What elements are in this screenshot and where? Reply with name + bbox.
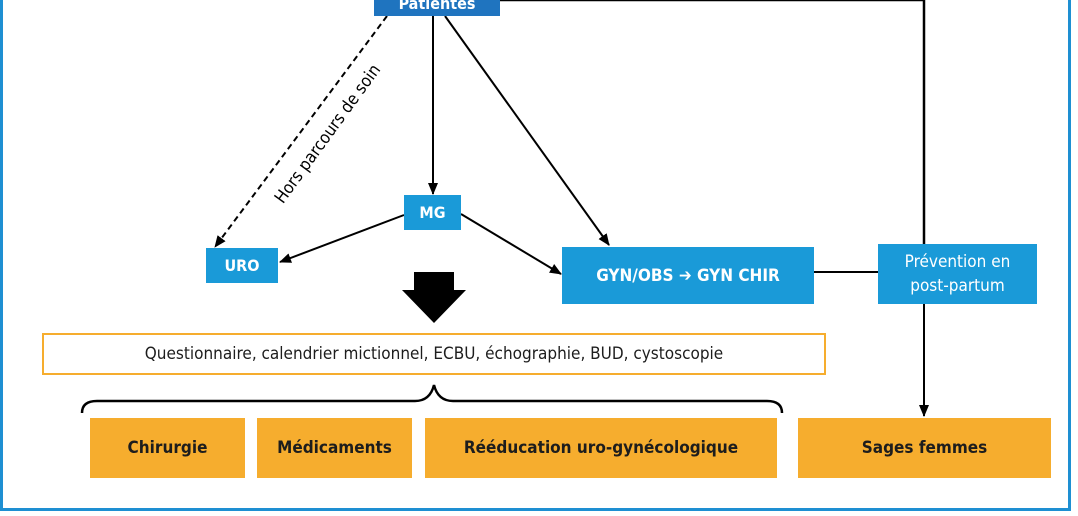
big-down-arrow [402, 272, 466, 323]
treatment-reeducation-label: Rééducation uro-gynécologique [463, 438, 739, 458]
treatment-medicaments-label: Médicaments [277, 438, 392, 458]
edge-mg-gyn [460, 213, 562, 275]
node-gyn-label: GYN/OBS ➔ GYN CHIR [596, 265, 780, 286]
treatment-sages-femmes: Sages femmes [798, 418, 1051, 478]
label-hors-parcours: Hors parcours de soin [271, 61, 385, 208]
node-mg-label: MG [419, 203, 446, 222]
node-prevention-label: Prévention en post-partum [904, 252, 1011, 296]
node-gyn: GYN/OBS ➔ GYN CHIR [562, 247, 814, 304]
treatment-chirurgie-label: Chirurgie [127, 438, 208, 458]
treatment-sages-femmes-label: Sages femmes [861, 438, 988, 458]
curly-brace [80, 384, 784, 414]
edge-mg-uro [279, 214, 405, 263]
treatment-chirurgie: Chirurgie [90, 418, 245, 478]
node-patientes-label: Patientes [398, 0, 476, 13]
node-uro-label: URO [224, 256, 260, 275]
edge-patientes-uro-dashed [214, 15, 388, 248]
treatment-medicaments: Médicaments [257, 418, 412, 478]
node-patientes: Patientes [374, 0, 500, 16]
node-uro: URO [206, 248, 278, 283]
edge-patientes-gyn [444, 15, 610, 246]
exams-label: Questionnaire, calendrier mictionnel, EC… [144, 344, 724, 364]
treatment-reeducation: Rééducation uro-gynécologique [425, 418, 777, 478]
exams-box: Questionnaire, calendrier mictionnel, EC… [42, 333, 826, 375]
node-mg: MG [404, 195, 461, 230]
node-prevention: Prévention en post-partum [878, 244, 1037, 304]
